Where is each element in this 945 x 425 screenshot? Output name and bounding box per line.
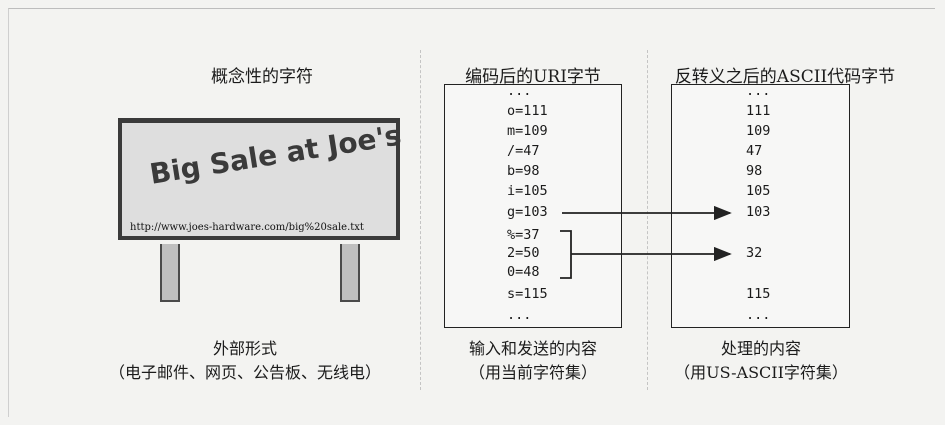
unescaped-byte-row: 32 — [746, 245, 763, 261]
encoded-bytes-box — [444, 84, 622, 328]
processed-caption-line1: 处理的内容 — [720, 339, 801, 358]
billboard-post-right — [340, 244, 360, 302]
concept-chars-title: 概念性的字符 — [211, 67, 313, 87]
encoded-byte-row: /=47 — [507, 143, 540, 159]
encoded-byte-row: s=115 — [507, 286, 548, 302]
unescaped-bytes-title: 反转义之后的ASCII代码字节 — [674, 67, 896, 87]
divider-left — [420, 50, 421, 390]
encoded-byte-row: g=103 — [507, 204, 548, 220]
unescaped-byte-row: 109 — [746, 123, 771, 139]
unescaped-byte-row: ... — [746, 307, 771, 323]
percent-bracket — [560, 230, 572, 279]
external-form-caption-line1: 外部形式 — [212, 339, 278, 358]
encoded-byte-row: b=98 — [507, 163, 540, 179]
unescaped-byte-row: 103 — [746, 204, 771, 220]
processed-caption-line2: （用US-ASCII字符集） — [674, 363, 848, 382]
unescaped-byte-row: 115 — [746, 286, 771, 302]
encoded-byte-row: i=105 — [507, 183, 548, 199]
divider-right — [647, 50, 648, 390]
processed-caption: 处理的内容 （用US-ASCII字符集） — [674, 337, 848, 385]
unescaped-byte-row: 105 — [746, 183, 771, 199]
billboard-url: http://www.joes-hardware.com/big%20sale.… — [130, 222, 364, 233]
unescaped-byte-row: 98 — [746, 163, 763, 179]
encoded-byte-row: 2=50 — [507, 245, 540, 261]
encoded-byte-row: ... — [507, 83, 532, 99]
figure-frame — [8, 8, 935, 417]
input-sent-caption-line1: 输入和发送的内容 — [468, 339, 598, 358]
unescaped-byte-row: ... — [746, 83, 771, 99]
unescaped-byte-row: 47 — [746, 143, 763, 159]
unescaped-byte-row: 111 — [746, 103, 771, 119]
encoded-byte-row: o=111 — [507, 103, 548, 119]
external-form-caption: 外部形式 （电子邮件、网页、公告板、无线电） — [109, 337, 381, 385]
external-form-caption-line2: （电子邮件、网页、公告板、无线电） — [108, 363, 382, 382]
encoded-byte-row: 0=48 — [507, 264, 540, 280]
encoded-byte-row: ... — [507, 307, 532, 323]
billboard-post-left — [160, 244, 180, 302]
input-sent-caption-line2: （用当前字符集） — [468, 363, 598, 382]
encoded-byte-row: m=109 — [507, 123, 548, 139]
billboard-sign: http://www.joes-hardware.com/big%20sale.… — [118, 118, 400, 240]
unescaped-bytes-box — [671, 84, 850, 328]
encoded-byte-row: %=37 — [507, 227, 540, 243]
encoded-bytes-title: 编码后的URI字节 — [465, 67, 601, 87]
input-sent-caption: 输入和发送的内容 （用当前字符集） — [469, 337, 597, 385]
